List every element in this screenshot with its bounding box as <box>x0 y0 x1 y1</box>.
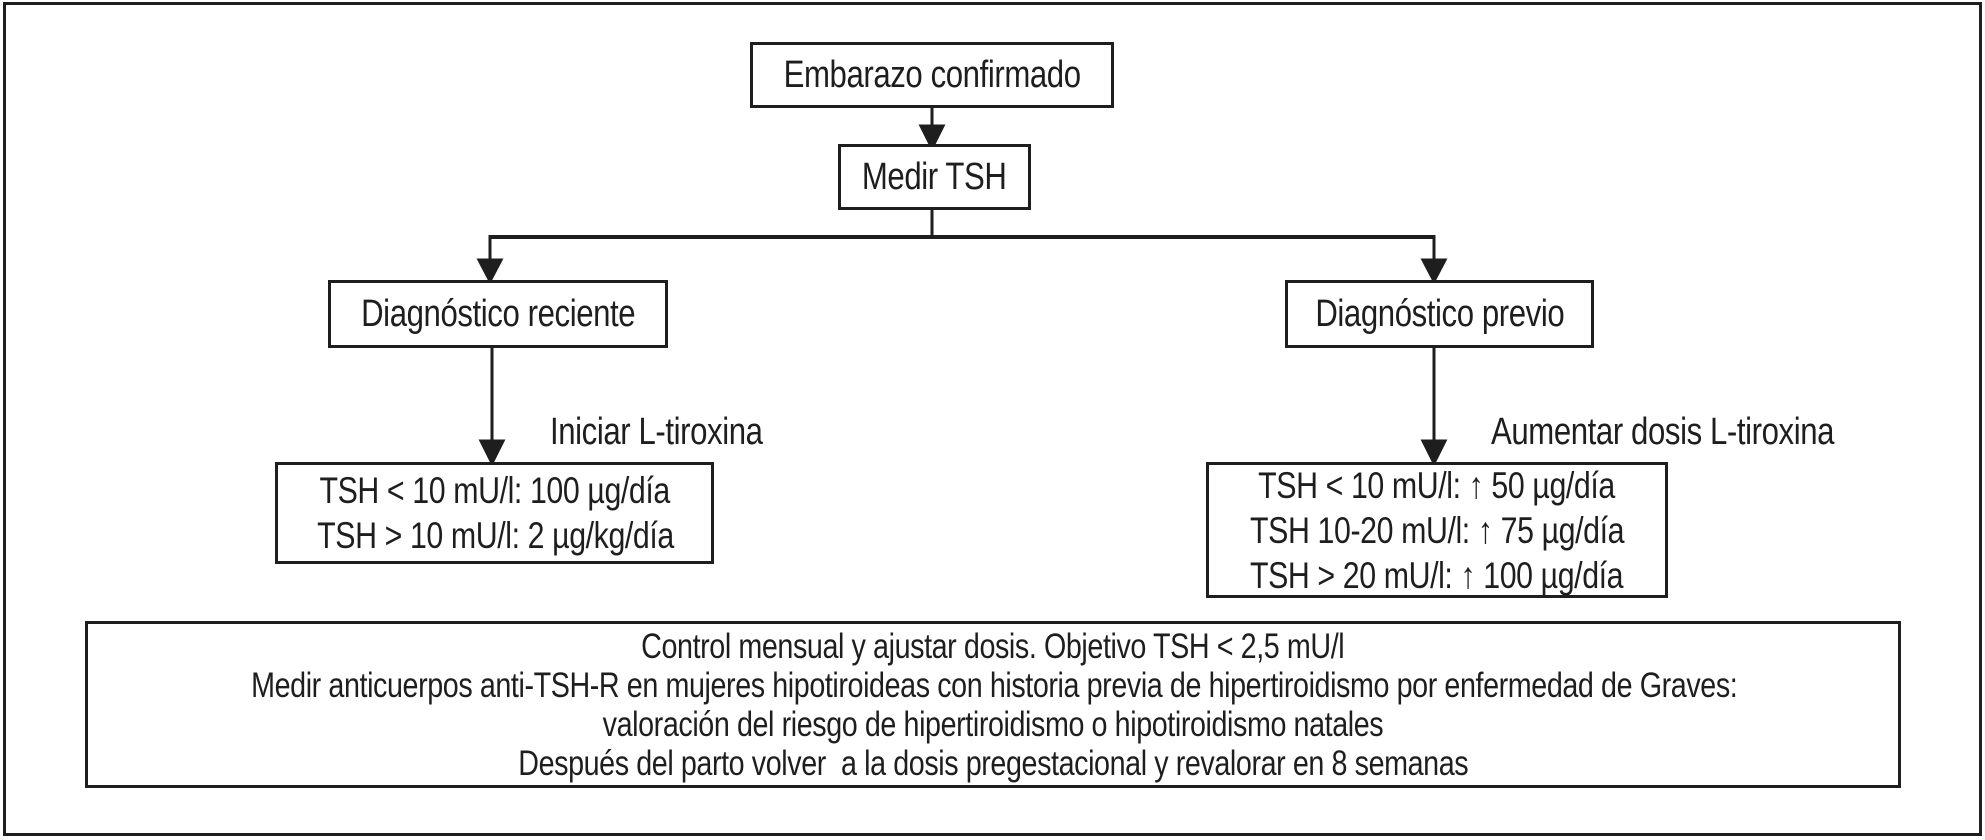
dose-line: TSH < 10 mU/l: ↑ 50 µg/día <box>1258 464 1616 506</box>
node-dosis-aumento: TSH < 10 mU/l: ↑ 50 µg/día TSH 10-20 mU/… <box>1206 462 1668 598</box>
arrowhead-reciente <box>476 258 504 285</box>
dose-line: TSH < 10 mU/l: 100 µg/día <box>319 470 670 511</box>
note-line: valoración del riesgo de hipertiroidismo… <box>602 704 1384 744</box>
node-medir-label: Medir TSH <box>862 156 1007 198</box>
node-reciente-label: Diagnóstico reciente <box>360 293 636 335</box>
note-line: Control mensual y ajustar dosis. Objetiv… <box>641 626 1345 666</box>
arrowhead-dosis-aumento <box>1420 439 1448 467</box>
node-dosis-inicial: TSH < 10 mU/l: 100 µg/día TSH > 10 mU/l:… <box>275 462 714 564</box>
note-line: Medir anticuerpos anti-TSH-R en mujeres … <box>251 665 1738 705</box>
node-previo-label: Diagnóstico previo <box>1315 293 1564 335</box>
arrowhead-dosis-inicio <box>478 439 506 467</box>
arrowhead-medir <box>918 124 946 152</box>
node-embarazo-label: Embarazo confirmado <box>783 54 1081 96</box>
node-medir-tsh: Medir TSH <box>838 144 1031 210</box>
node-embarazo-confirmado: Embarazo confirmado <box>750 42 1114 108</box>
outer-frame <box>3 2 1982 836</box>
dose-line: TSH 10-20 mU/l: ↑ 75 µg/día <box>1250 509 1625 551</box>
arrowhead-previo <box>1420 258 1448 285</box>
note-line: Después del parto volver a la dosis preg… <box>518 743 1468 783</box>
dose-line: TSH > 10 mU/l: 2 µg/kg/día <box>317 515 674 556</box>
edge-label-aumentar-dosis-ltiroxina: Aumentar dosis L-tiroxina <box>1491 411 1835 453</box>
dose-line: TSH > 20 mU/l: ↑ 100 µg/día <box>1250 554 1624 596</box>
edge-label-iniciar-ltiroxina: Iniciar L-tiroxina <box>550 411 763 453</box>
node-diagnostico-reciente: Diagnóstico reciente <box>328 280 668 348</box>
node-nota-control: Control mensual y ajustar dosis. Objetiv… <box>85 621 1901 788</box>
node-diagnostico-previo: Diagnóstico previo <box>1285 280 1594 348</box>
